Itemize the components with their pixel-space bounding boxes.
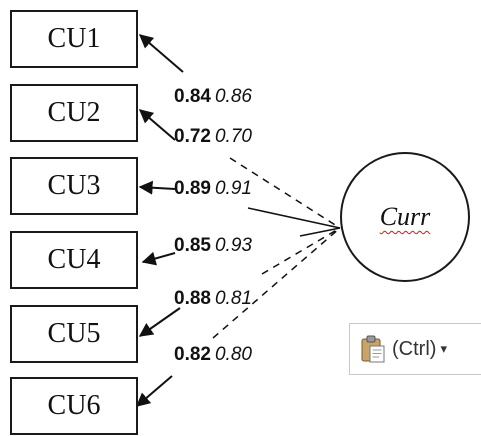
indicator-box-cu4: CU4: [10, 231, 138, 289]
indicator-box-cu3: CU3: [10, 157, 138, 215]
path-cu4: [141, 251, 176, 266]
indicator-box-cu2: CU2: [10, 84, 138, 142]
indicator-box-cu1: CU1: [10, 10, 138, 68]
path-cu5-dashed: [261, 227, 341, 275]
std-loading: 0.82: [174, 344, 211, 365]
chevron-down-icon: ▾: [440, 341, 447, 356]
indicator-label: CU3: [47, 170, 101, 201]
paste-options-label: (Ctrl): [392, 337, 437, 360]
unstd-loading: 0.81: [214, 288, 252, 309]
indicator-label: CU1: [47, 23, 101, 54]
path-cu4-solid: [299, 227, 341, 237]
path-cu6: [135, 375, 173, 407]
std-loading: 0.85: [174, 235, 211, 256]
path-cu3: [138, 180, 176, 195]
paste-options-button[interactable]: (Ctrl) ▾: [349, 323, 481, 375]
path-cu3-solid: [247, 207, 341, 229]
unstd-loading: 0.70: [214, 126, 252, 147]
indicator-box-cu6: CU6: [10, 377, 138, 435]
latent-variable-circle: Curr: [340, 152, 470, 282]
std-loading: 0.84: [174, 86, 211, 107]
unstd-loading: 0.91: [214, 178, 252, 199]
indicator-box-cu5: CU5: [10, 305, 138, 363]
path-cu5: [138, 307, 181, 337]
std-loading: 0.88: [174, 288, 211, 309]
unstd-loading: 0.93: [214, 235, 252, 256]
path-cu2: [138, 109, 176, 141]
indicator-label: CU2: [47, 97, 101, 128]
path-cu2-dashed: [229, 157, 341, 229]
unstd-loading: 0.80: [214, 344, 252, 365]
indicator-label: CU6: [47, 390, 101, 421]
std-loading: 0.89: [174, 178, 211, 199]
path-cu1: [138, 34, 184, 73]
indicator-label: CU4: [47, 244, 101, 275]
path-cu6-dashed: [212, 227, 341, 339]
std-loading: 0.72: [174, 126, 211, 147]
clipboard-icon: [361, 335, 385, 363]
indicator-label: CU5: [47, 318, 101, 349]
latent-label: Curr: [379, 202, 431, 231]
unstd-loading: 0.86: [214, 86, 252, 107]
